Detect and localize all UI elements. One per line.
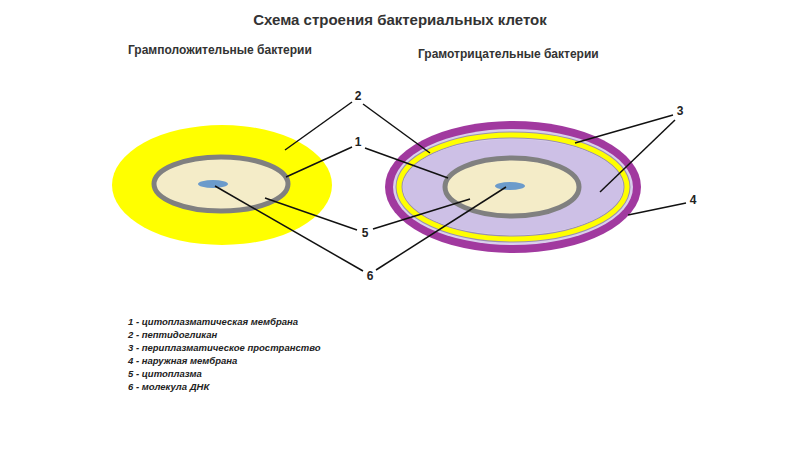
- leader-line: [285, 102, 352, 150]
- leader-line: [286, 147, 352, 177]
- callout-number: 6: [367, 270, 374, 284]
- legend-line: 1 - цитоплазматическая мембрана: [128, 317, 298, 328]
- subtitle: Грамотрицательные бактерии: [418, 48, 599, 62]
- peptidoglycan-layer: [399, 135, 627, 239]
- diagram-title: Схема строения бактериальных клеток: [253, 11, 547, 28]
- gram-negative-cell: [385, 121, 641, 253]
- legend-line: 3 - периплазматическое пространство: [128, 343, 320, 354]
- leader-line: [215, 186, 363, 271]
- leader-line: [376, 187, 506, 270]
- leader-line: [363, 104, 430, 153]
- leader-line: [373, 199, 470, 229]
- gram-positive-cell: [112, 125, 332, 245]
- leader-line: [575, 115, 673, 143]
- callout-number: 2: [355, 90, 362, 104]
- legend-line: 5 - цитоплазма: [128, 369, 202, 380]
- cytoplasmic-membrane: [154, 157, 288, 211]
- subtitle: Грамположительные бактерии: [128, 44, 312, 58]
- cytoplasmic-membrane: [445, 158, 579, 216]
- callout-number: 3: [677, 105, 684, 119]
- periplasmic-space: [403, 139, 623, 235]
- leader-line: [365, 148, 448, 178]
- periplasm-outer: [393, 129, 633, 245]
- dna-molecule: [198, 180, 228, 188]
- legend-line: 4 - наружная мембрана: [128, 356, 237, 367]
- peptidoglycan-border: [399, 135, 627, 239]
- leader-line: [628, 203, 686, 215]
- outer-membrane: [385, 121, 641, 253]
- legend-line: 2 - пептидогликан: [128, 330, 217, 341]
- legend-line: 6 - молекула ДНК: [128, 382, 209, 393]
- leader-line: [600, 120, 675, 192]
- callout-number: 5: [362, 227, 369, 241]
- peptidoglycan-layer: [112, 125, 332, 245]
- dna-molecule: [495, 182, 525, 190]
- callout-number: 1: [355, 136, 362, 150]
- leader-lines: [215, 102, 686, 271]
- leader-line: [265, 198, 357, 230]
- callout-number: 4: [690, 194, 697, 208]
